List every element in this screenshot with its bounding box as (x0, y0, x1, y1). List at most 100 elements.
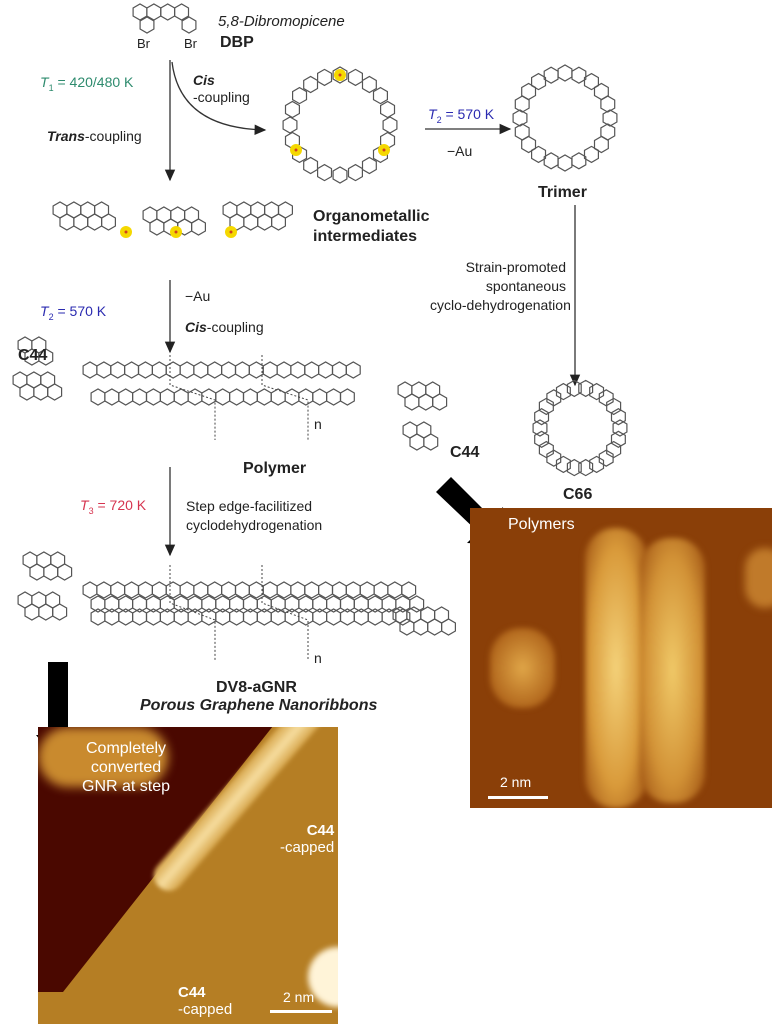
polymer-ring (207, 361, 223, 379)
polymer-ring (82, 361, 98, 379)
polymer-ring (165, 361, 181, 379)
c66-ring (589, 455, 605, 474)
polymer-ring (145, 388, 161, 406)
polymer-ring (262, 361, 278, 379)
gnr-ring (96, 581, 112, 599)
organometallic-ring (380, 100, 396, 119)
gnr-ring (290, 581, 306, 599)
c66-ring (578, 458, 594, 477)
gnr-ring (137, 581, 153, 599)
polymer-ring (159, 388, 175, 406)
c66-ring (566, 458, 582, 477)
gold-atom-center (382, 148, 386, 152)
dbp-ring (160, 3, 176, 21)
polymer-ring (256, 388, 272, 406)
organometallic-ring (347, 68, 363, 87)
gnr-subtitle: Porous Graphene Nanoribbons (140, 697, 378, 714)
c44-capped-bottom-label: C44-capped (178, 984, 233, 1018)
gnr-ring (304, 581, 320, 599)
polymer-ring (318, 361, 334, 379)
gnr-ring (193, 581, 209, 599)
gnr-ring (359, 581, 375, 599)
trimer-ring (543, 66, 559, 84)
c44-capped-top-label: C44-capped (280, 822, 335, 856)
c66-ring (589, 382, 605, 401)
start-material-name: 5,8-Dibromopicene (218, 13, 345, 30)
t2-trimer-label: T2 = 570 K (428, 106, 495, 125)
gnr-repeat-n: n (314, 650, 322, 666)
organometallic-ring (332, 166, 348, 184)
c66-ring (612, 419, 628, 437)
repeat-unit-bracket-left (169, 565, 216, 660)
gnr-ring (276, 581, 292, 599)
organometallic-ring (361, 75, 377, 94)
polymer-ring (132, 388, 148, 406)
gnr-ring (409, 595, 425, 613)
trimer-ring (593, 135, 609, 154)
polymer-ring (298, 388, 314, 406)
gnr-ring (151, 581, 167, 599)
repeat-unit-bracket-left (169, 355, 216, 440)
trimer-ring (557, 64, 573, 82)
trimer-ring (571, 66, 587, 84)
gnr-ring (395, 608, 411, 626)
gnr-ring (234, 581, 250, 599)
trimer-ring (583, 145, 600, 164)
polymer-ring (290, 361, 306, 379)
organometallic-ring (284, 100, 300, 119)
gnr-ring (262, 581, 278, 599)
polymer-ring (270, 388, 286, 406)
organometallic-ring (372, 86, 388, 105)
chain-ring (191, 218, 206, 236)
organometallic-ring (303, 156, 319, 175)
gnr-ring (165, 581, 181, 599)
polymer-ring (187, 388, 203, 406)
c44-cap-ring (423, 433, 439, 451)
gnr-ring (110, 581, 126, 599)
trimer-ring (583, 72, 600, 91)
trimer-ring (543, 152, 559, 170)
organometallic-ring (282, 116, 298, 134)
gold-atom-center (294, 148, 298, 152)
t2-polymer-label: T2 = 570 K (40, 303, 107, 322)
trimer-ring (571, 152, 587, 170)
bromine-right-label: Br (184, 36, 197, 51)
start-material-abbrev: DBP (220, 34, 254, 51)
c66-ring (532, 419, 548, 437)
polymer-ring (312, 388, 328, 406)
organometallic-ring (317, 163, 333, 182)
gnr-ring (401, 581, 417, 599)
polymer-ring (234, 361, 250, 379)
c66-ring (566, 379, 582, 398)
trimer-ring (600, 95, 616, 113)
polymer-ring (229, 388, 245, 406)
polymer-ring (248, 361, 264, 379)
gnr-ring (179, 581, 195, 599)
polymer-ring (118, 388, 134, 406)
organometallic-ring (332, 66, 348, 84)
c44-cap-ring (52, 603, 68, 621)
gnr-ring (82, 581, 98, 599)
c66-ring (578, 379, 594, 398)
scale-label: 2 nm (283, 989, 315, 1005)
stm-image-polymers: Polymers 2 nm (470, 508, 772, 808)
polymer-ring (215, 388, 231, 406)
c44-left-label: C44 (18, 347, 48, 364)
organometallic-ring (361, 156, 377, 175)
c66-ring (546, 389, 562, 407)
polymer-ring (339, 388, 355, 406)
polymer-ring (90, 388, 106, 406)
polymer-ring (276, 361, 292, 379)
polymers-label: Polymers (508, 516, 575, 533)
t3-label: T3 = 720 K (80, 497, 147, 516)
minus-au-polymer: −Au (185, 288, 211, 304)
minus-au-trimer: −Au (447, 143, 473, 159)
trimer-ring (530, 72, 547, 91)
gnr-ring (345, 581, 361, 599)
trans-coupling-label: Trans-coupling (47, 128, 142, 144)
c66-label: C66 (563, 486, 593, 503)
trimer-ring (521, 82, 537, 101)
